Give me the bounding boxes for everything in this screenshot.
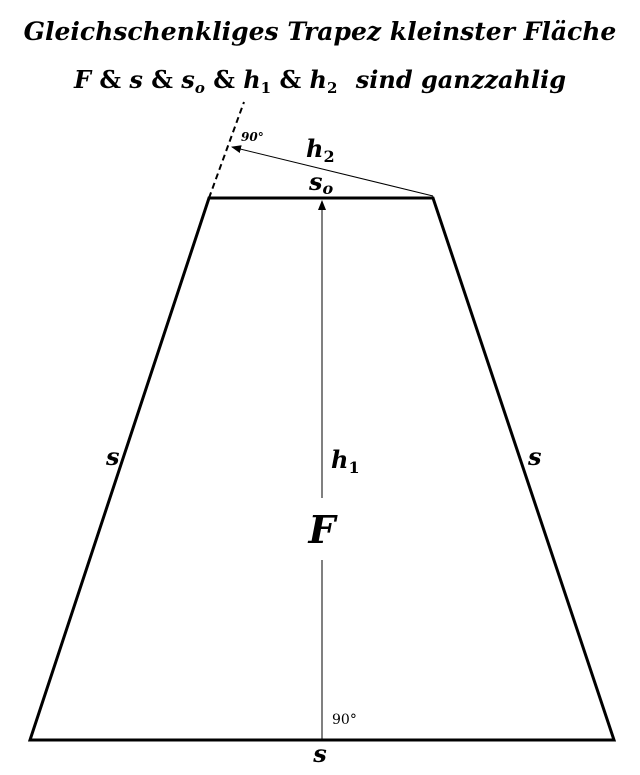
h2-label: h2 xyxy=(306,134,335,166)
angle-top-label: 90° xyxy=(241,130,264,144)
leg-extension-dashed xyxy=(208,101,245,199)
trapezoid-outline xyxy=(27,196,617,742)
base-label: s xyxy=(312,739,327,768)
top-side-label: so xyxy=(308,167,334,198)
h2-arrow xyxy=(231,145,434,197)
title-line-2: F & s & so & h1 & h2 sind ganzzahlig xyxy=(73,65,566,99)
title-line-1: Gleichschenkliges Trapez kleinster Fläch… xyxy=(24,17,617,46)
angle-bottom-label: 90° xyxy=(332,712,357,728)
left-side-label: s xyxy=(105,442,120,471)
area-label: F xyxy=(308,507,339,552)
h1-label: h1 xyxy=(331,445,360,477)
right-side-label: s xyxy=(527,442,542,471)
